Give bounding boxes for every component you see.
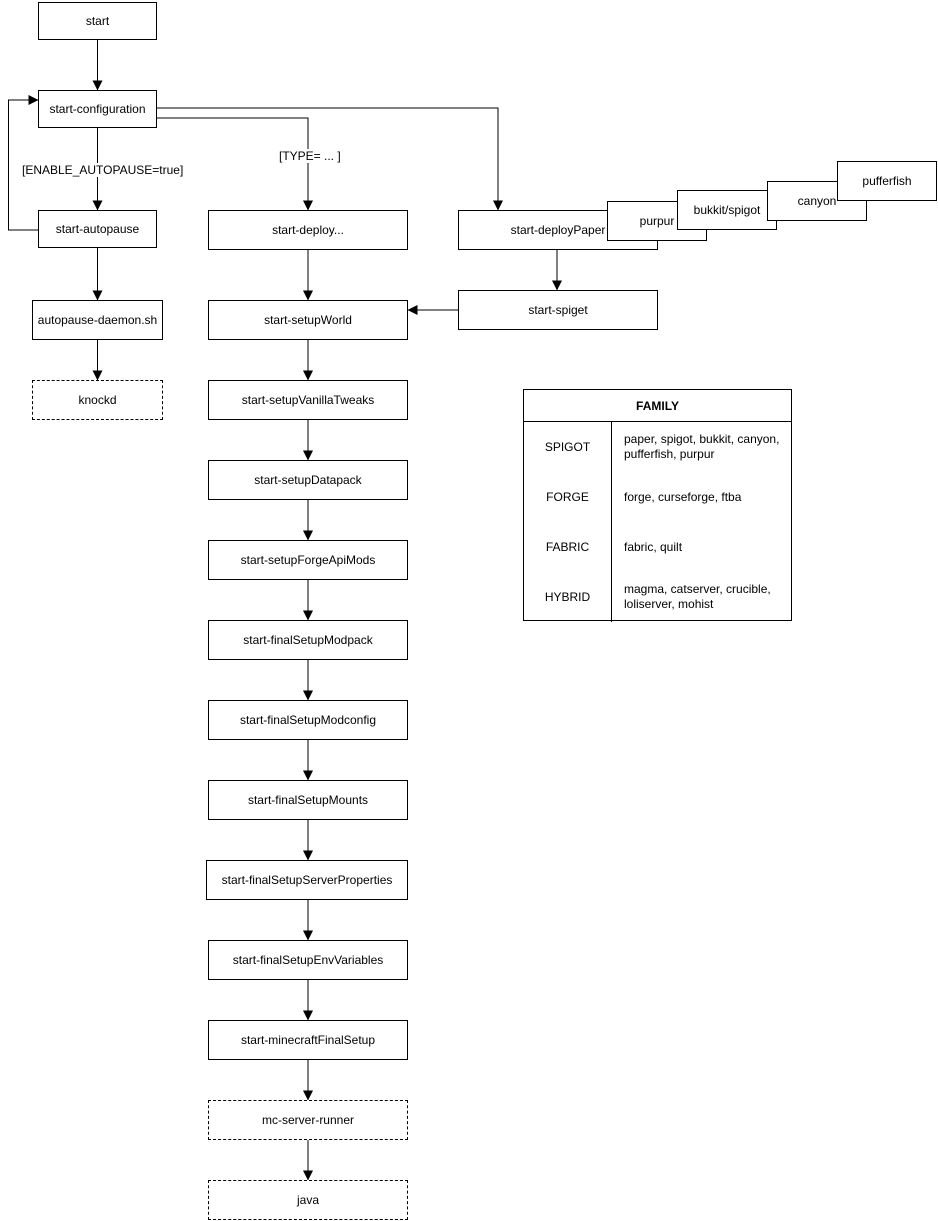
- node-start-spiget: start-spiget: [458, 290, 658, 330]
- family-cell: FABRIC: [524, 522, 612, 572]
- node-knockd: knockd: [32, 380, 163, 420]
- table-row: HYBRID magma, catserver, crucible, lolis…: [524, 572, 791, 622]
- node-bukkit-spigot: bukkit/spigot: [677, 190, 777, 230]
- node-start-setupworld: start-setupWorld: [208, 300, 408, 340]
- node-start-setupvanillatweaks: start-setupVanillaTweaks: [208, 380, 408, 420]
- node-canyon: canyon: [767, 181, 867, 221]
- edge-label-type: [TYPE= ... ]: [277, 149, 343, 163]
- edge-configuration-to-deploy: [157, 117, 313, 211]
- members-cell: magma, catserver, crucible, loliserver, …: [624, 582, 771, 611]
- node-start-setupdatapack: start-setupDatapack: [208, 460, 408, 500]
- edge-configuration-to-deploypaper: [157, 107, 503, 211]
- node-start-finalsetupserverproperties: start-finalSetupServerProperties: [206, 860, 408, 900]
- family-cell: FORGE: [524, 472, 612, 522]
- members-cell: fabric, quilt: [624, 539, 683, 554]
- node-start-setupforgeapimods: start-setupForgeApiMods: [208, 540, 408, 580]
- members-cell: forge, curseforge, ftba: [624, 489, 742, 504]
- edge-autopause-loop-to-configuration: [8, 95, 39, 231]
- node-autopause-daemon: autopause-daemon.sh: [32, 300, 163, 340]
- node-start: start: [38, 2, 157, 40]
- node-start-finalsetupmounts: start-finalSetupMounts: [208, 780, 408, 820]
- node-mc-server-runner: mc-server-runner: [208, 1100, 408, 1140]
- edge-label-enable-autopause: [ENABLE_AUTOPAUSE=true]: [20, 163, 184, 177]
- node-start-autopause: start-autopause: [38, 210, 157, 248]
- node-start-configuration: start-configuration: [38, 90, 157, 128]
- table-row: FORGE forge, curseforge, ftba: [524, 472, 791, 522]
- family-cell: SPIGOT: [524, 422, 612, 472]
- node-pufferfish: pufferfish: [837, 161, 937, 201]
- node-start-finalsetupmodpack: start-finalSetupModpack: [208, 620, 408, 660]
- family-table-title: FAMILY: [524, 390, 791, 422]
- node-start-finalsetupenvvariables: start-finalSetupEnvVariables: [208, 940, 408, 980]
- node-start-deploy: start-deploy...: [208, 210, 408, 250]
- family-cell: HYBRID: [524, 572, 612, 622]
- node-start-minecraftfinalsetup: start-minecraftFinalSetup: [208, 1020, 408, 1060]
- family-table: FAMILY SPIGOT paper, spigot, bukkit, can…: [523, 389, 792, 622]
- node-java: java: [208, 1180, 408, 1220]
- table-row: SPIGOT paper, spigot, bukkit, canyon, pu…: [524, 422, 791, 472]
- table-row: FABRIC fabric, quilt: [524, 522, 791, 572]
- node-start-finalsetupmodconfig: start-finalSetupModconfig: [208, 700, 408, 740]
- members-cell: paper, spigot, bukkit, canyon, pufferfis…: [624, 432, 780, 461]
